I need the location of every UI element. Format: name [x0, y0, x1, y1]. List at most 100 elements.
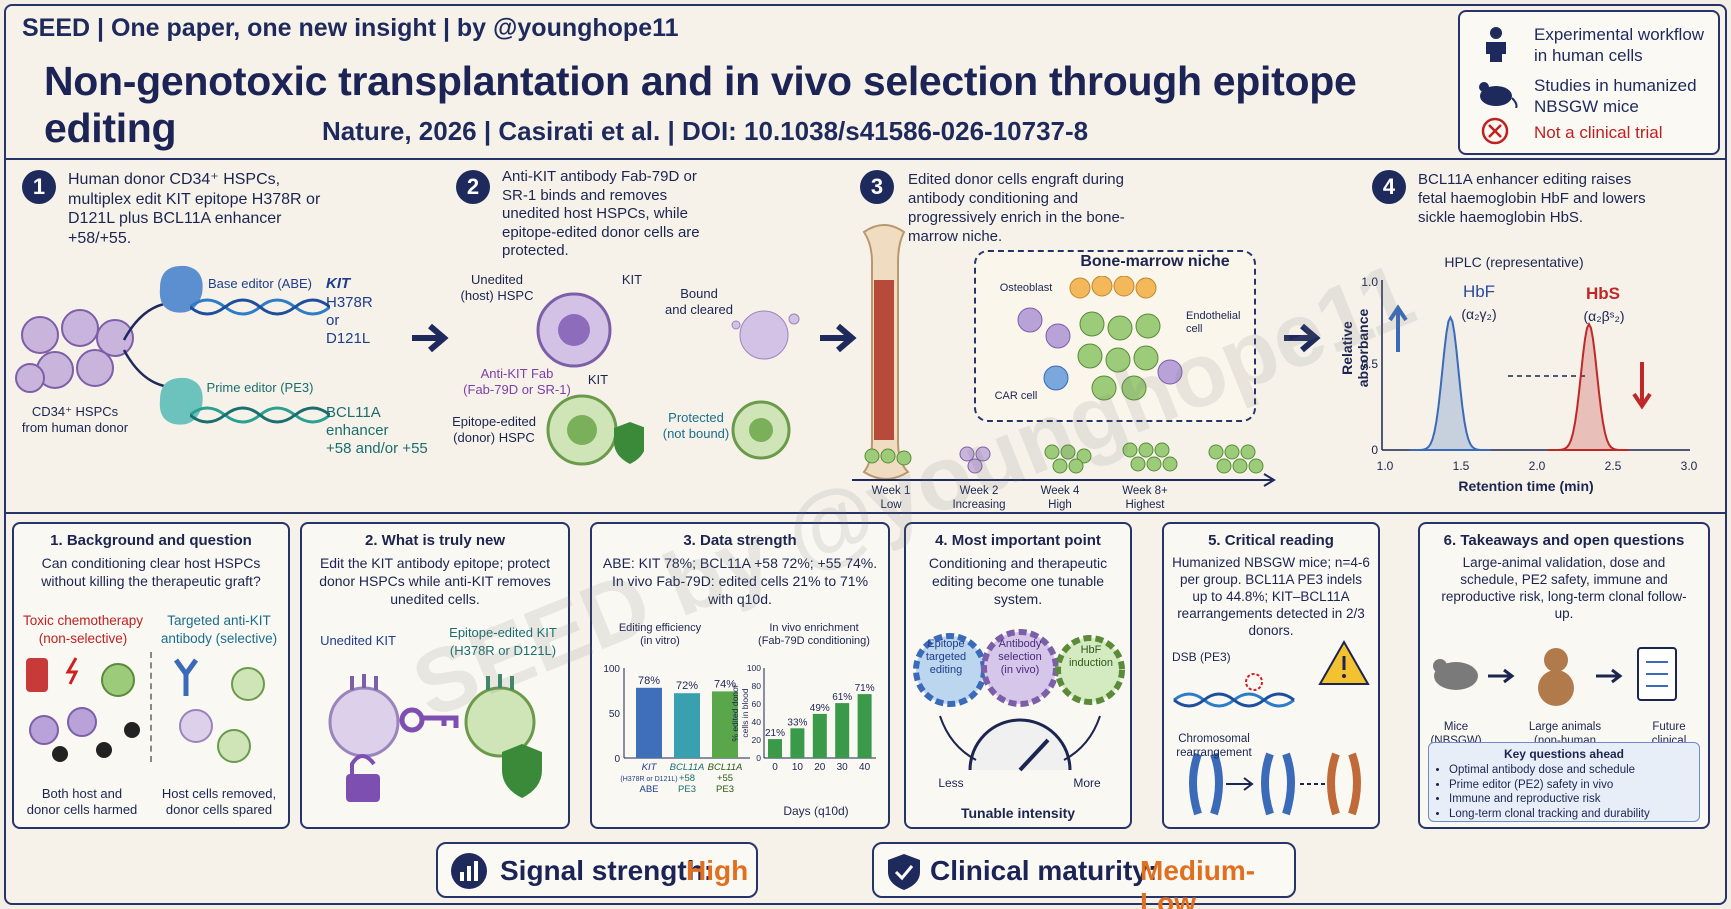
- panel-5-title: 5. Critical reading: [1208, 532, 1334, 549]
- panel-1-right-head: Targeted anti-KIT antibody (selective): [160, 613, 278, 646]
- arrow-right-icon: [1284, 323, 1321, 353]
- shield-check-icon: [888, 854, 920, 890]
- hbf-label: HbF: [1462, 282, 1496, 301]
- week-4-label: Week 4 High: [1040, 485, 1080, 511]
- signal-label: Signal strength:: [500, 855, 714, 886]
- chart-2-ytick: 0: [756, 753, 761, 763]
- week-2-label: Week 2 Increasing: [952, 485, 1006, 511]
- chart-1-title: Editing efficiency (in vitro): [618, 622, 702, 647]
- chart-2-bar: [812, 713, 827, 758]
- antibody-illustration: [173, 658, 265, 763]
- panel-2-title: 2. What is truly new: [364, 532, 506, 549]
- chart-1-category-label: PE3: [716, 784, 734, 795]
- dna-icon: [190, 298, 330, 316]
- hplc-peak-hbf: [1410, 315, 1491, 451]
- enrichment-timeline: [852, 442, 1276, 487]
- protected-label: Protected (not bound): [662, 410, 730, 441]
- panel-data-strength: 3. Data strength ABE: KIT 78%; BCL11A +5…: [590, 522, 890, 829]
- base-editor-label: Base editor (ABE): [207, 276, 313, 291]
- chart-2-xtick: 20: [814, 762, 826, 773]
- gears-dial-illustration: [913, 629, 1125, 772]
- divider-top: [6, 158, 1725, 160]
- hplc-title: HPLC (representative): [1444, 254, 1584, 270]
- chart-1-ytick: 100: [603, 664, 620, 675]
- panel-5-text: Humanized NBSGW mice; n=4-6 per group. B…: [1172, 555, 1370, 638]
- hplc-xtick: 1.5: [1452, 459, 1470, 473]
- hbf-sub: (α₂γ₂): [1461, 306, 1497, 322]
- kit-label-1: KIT: [621, 272, 643, 287]
- gear-label-2: Antibody selection (in vivo): [998, 638, 1042, 676]
- hspc-cluster: [15, 309, 134, 393]
- dsb-label: DSB (PE3): [1172, 650, 1231, 664]
- clinical-label: Clinical maturity:: [930, 855, 1158, 886]
- citation: Nature, 2026 | Casirati et al. | DOI: 10…: [322, 116, 1089, 146]
- base-editor-icon: [159, 265, 203, 313]
- legend-box: Experimental workflow in human cells Stu…: [1458, 10, 1720, 155]
- panel-important-point: 4. Most important point Conditioning and…: [904, 522, 1132, 829]
- unedited-label: Unedited (host) HSPC: [460, 272, 534, 303]
- mouse-icon: [1479, 82, 1518, 108]
- chart-2-value-label: 33%: [787, 717, 807, 728]
- hplc-xtick: 2.0: [1528, 459, 1546, 473]
- chart-2-xtick: 0: [772, 762, 778, 773]
- panel-2-left: Unedited KIT: [320, 633, 396, 648]
- chart-1-ytick: 0: [614, 754, 620, 765]
- chart-1-category-label: BCL11A: [708, 762, 743, 773]
- unedited-hspc-icon: [536, 292, 612, 368]
- chrom-label: Chromosomal rearrangement: [1176, 733, 1252, 759]
- kit-label: KIT: [326, 275, 351, 292]
- hplc-chart: [1381, 280, 1690, 451]
- dial-less: Less: [938, 776, 964, 790]
- chart-1-category-label: ABE: [639, 784, 658, 795]
- panel-2-right: Epitope-edited KIT (H378R or D121L): [449, 625, 557, 658]
- chart-1-category-label: PE3: [678, 784, 696, 795]
- chart-2-xtick: 40: [859, 762, 871, 773]
- step-4-number: 4: [1372, 170, 1406, 204]
- chart-2-bar: [857, 694, 872, 758]
- chart-1-value-label: 72%: [676, 680, 698, 692]
- panel-4-foot: Tunable intensity: [960, 805, 1076, 821]
- chart-2-xtick: 10: [792, 762, 804, 773]
- translation-path-illustration: [1433, 647, 1677, 706]
- chart-2-value-label: 61%: [832, 692, 852, 703]
- hplc-ytick: 1.0: [1361, 275, 1378, 289]
- panel-critical-reading: 5. Critical reading Humanized NBSGW mice…: [1162, 522, 1380, 829]
- clinical-maturity-badge: Clinical maturity: Medium-Low: [872, 842, 1296, 909]
- chart-2-ytick: 80: [752, 681, 762, 691]
- panel-background: 1. Background and question Can condition…: [12, 522, 290, 829]
- legend-item-workflow: Experimental workflow in human cells: [1534, 25, 1705, 65]
- dial-more: More: [1073, 776, 1101, 790]
- chart-1-ytick: 50: [609, 709, 621, 720]
- panel-6-title: 6. Takeaways and open questions: [1443, 532, 1685, 549]
- chart-2-value-label: 49%: [810, 703, 830, 714]
- panel-1-left-foot: Both host and donor cells harmed: [26, 786, 138, 817]
- page-title: Non-genotoxic transplantation and in viv…: [44, 58, 1357, 151]
- panel-6-text: Large-animal validation, dose and schedu…: [1441, 555, 1687, 621]
- signal-value: High: [686, 855, 749, 886]
- chart-2-ylabel: % edited donor: [730, 684, 740, 741]
- chart-2-bar: [768, 739, 782, 758]
- niche-title: Bone-marrow niche: [1080, 253, 1230, 270]
- chart-1-bar: [712, 691, 738, 758]
- arrow-right-icon: [412, 323, 449, 353]
- edited-label: Epitope-edited (donor) HSPC: [452, 414, 536, 445]
- divider-middle: [6, 512, 1725, 514]
- key-question: Immune and reproductive risk: [1449, 792, 1650, 807]
- chart-1-category-label: BCL11A: [670, 762, 705, 773]
- panel-1-left-head: Toxic chemotherapy (non-selective): [22, 613, 144, 646]
- kit-variants: H378R or D121L: [326, 294, 373, 347]
- step-3-number: 3: [860, 170, 894, 204]
- bar-chart-icon: [451, 853, 487, 889]
- chart-2-ytick: 100: [747, 663, 761, 673]
- chart-1-bar: [674, 693, 700, 758]
- step-2-number: 2: [456, 170, 490, 204]
- chart-2-ylabel: cells in blood: [740, 688, 750, 737]
- bcl-label: BCL11A enhancer +58 and/or +55: [326, 404, 428, 457]
- week-1-label: Week 1 Low: [871, 485, 911, 511]
- hbs-label: HbS: [1586, 284, 1620, 303]
- chart-1-value-label: 78%: [638, 675, 660, 687]
- clinical-value: Medium-Low: [1140, 855, 1256, 909]
- chart-1-category-label: KIT: [642, 762, 658, 773]
- panel-1-right-foot: Host cells removed, donor cells spared: [161, 786, 277, 817]
- chart-2-value-label: 21%: [765, 728, 785, 739]
